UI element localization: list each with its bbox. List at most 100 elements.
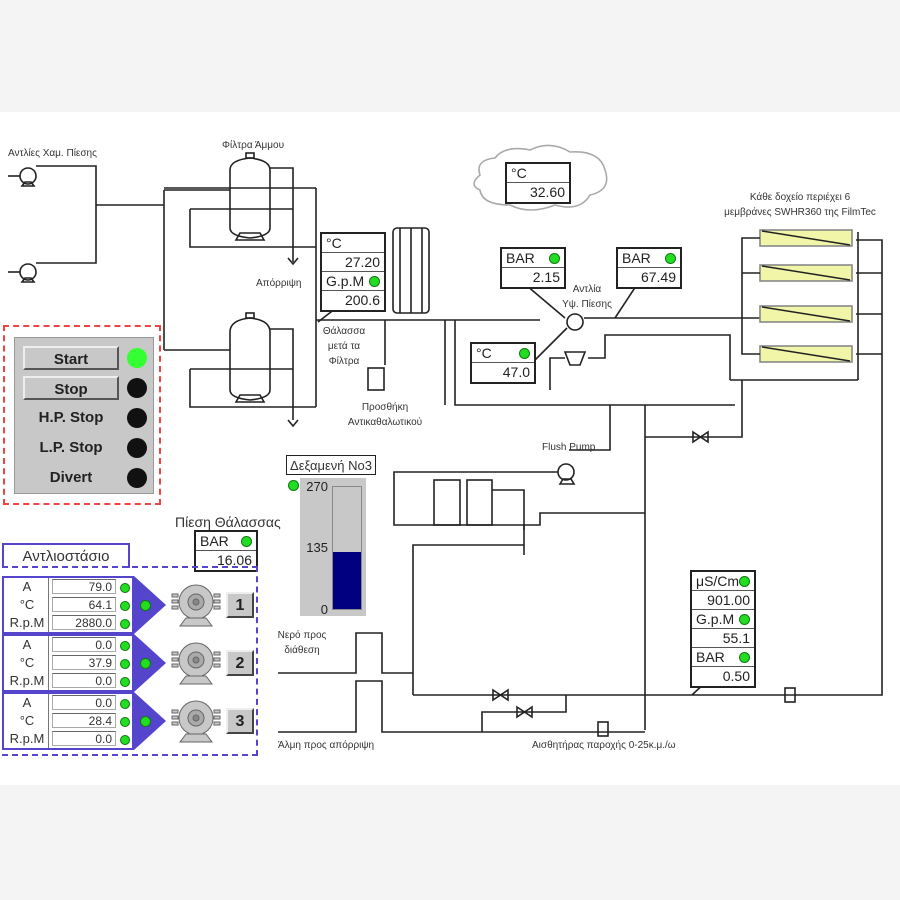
- status-dot: [739, 614, 750, 625]
- status-dot: [140, 658, 151, 669]
- reading-value: 0.0: [52, 637, 116, 652]
- pres-value: 0.50: [722, 668, 750, 684]
- unit: °C: [472, 344, 534, 363]
- unit-text: BAR: [622, 250, 651, 266]
- unit-text: BAR: [200, 533, 229, 549]
- lp-stop-lamp: [127, 438, 147, 458]
- start-button[interactable]: Start: [23, 346, 119, 370]
- status-dot: [120, 619, 130, 629]
- reading-value: 64.1: [52, 597, 116, 612]
- label-line: διάθεση: [284, 645, 320, 656]
- chemical-tank-1-icon: [433, 479, 461, 526]
- unit-text: BAR: [696, 649, 725, 665]
- hp-pump-icon: [563, 313, 587, 366]
- low-pressure-pump-2-icon: [8, 263, 37, 283]
- antiscalant-tank-icon: [367, 367, 385, 391]
- reading-unit: R.p.M: [6, 730, 49, 748]
- valve-icon: [692, 430, 709, 444]
- reading-unit: °C: [6, 596, 49, 614]
- label-line: Προσθήκη: [361, 402, 409, 413]
- sand-filter-2-icon: [229, 312, 271, 403]
- sea-pressure-indicator: BAR 16.06: [194, 530, 258, 572]
- ambient-temp-indicator: °C 32.60: [505, 162, 571, 204]
- stop-button[interactable]: Stop: [23, 376, 119, 400]
- hp-pump-temp-indicator: °C 47.0: [470, 342, 536, 384]
- pump-select-button-3[interactable]: 3: [226, 708, 254, 734]
- reading-value: 0.0: [52, 731, 116, 746]
- label-line: Αντικαθαλωτικού: [347, 417, 423, 428]
- value: 47.0: [502, 364, 530, 380]
- divert-lamp: [127, 468, 147, 488]
- flow-unit-text: G.p.M: [326, 273, 365, 289]
- status-dot: [665, 253, 676, 264]
- tank-tick-max: 270: [306, 479, 328, 494]
- label-line: Φίλτρα: [328, 356, 360, 367]
- status-dot: [120, 677, 130, 687]
- status-dot: [140, 716, 151, 727]
- flow-value: 200.6: [344, 292, 380, 308]
- status-dot: [140, 600, 151, 611]
- chemical-tank-2-icon: [466, 479, 493, 526]
- sea-after-filters-label: Θάλασσα μετά τα Φίλτρα: [318, 326, 370, 367]
- hp-stop-lamp: [127, 408, 147, 428]
- unit: °C: [507, 164, 569, 183]
- status-dot: [120, 583, 130, 593]
- tank-status-dot: [288, 480, 299, 491]
- brine-out-label: Άλμη προς απόρριψη: [278, 740, 375, 751]
- motor-icon: [170, 580, 222, 630]
- status-dot: [120, 601, 130, 611]
- water-out-label: Νερό προς διάθεση: [270, 630, 334, 656]
- flush-pump-icon: [557, 463, 576, 485]
- filtered-sea-indicator: °C 27.20 G.p.M 200.6: [320, 232, 386, 312]
- sand-filters-label: Φίλτρα Άμμου: [222, 140, 285, 151]
- drain-label: Απόρριψη: [256, 278, 302, 289]
- reading-value: 0.0: [52, 695, 116, 710]
- value: 67.49: [640, 269, 676, 285]
- label-line: Νερό προς: [277, 630, 327, 641]
- status-dot: [739, 576, 750, 587]
- pump-select-button-1[interactable]: 1: [226, 592, 254, 618]
- value: 2.15: [532, 269, 560, 285]
- reading-unit: °C: [6, 654, 49, 672]
- valve-icon: [516, 705, 533, 719]
- sand-filter-1-icon: [229, 152, 271, 241]
- cond-value: 901.00: [692, 591, 754, 610]
- lp-stop-label: L.P. Stop: [39, 439, 103, 456]
- reading-unit: A: [6, 694, 49, 712]
- tank-title: Δεξαμενή Νο3: [286, 455, 376, 475]
- status-dot: [120, 659, 130, 669]
- reading-value: 28.4: [52, 713, 116, 728]
- status-dot: [519, 348, 530, 359]
- control-panel: Start Stop H.P. Stop L.P. Stop Divert: [14, 337, 154, 494]
- low-pressure-pumps-label: Αντλίες Χαμ. Πίεσης: [8, 148, 97, 159]
- reading-value: 2880.0: [52, 615, 116, 630]
- value: 16.06: [216, 552, 252, 568]
- reading-value: 0.0: [52, 673, 116, 688]
- flow-unit: G.p.M: [322, 272, 384, 291]
- temp-unit: °C: [322, 234, 384, 253]
- unit-text: °C: [476, 345, 492, 361]
- flow-sensor-label: Αισθητήρας παροχής 0-25κ.μ./ω: [532, 740, 676, 751]
- start-lamp: [127, 348, 147, 368]
- cartridge-filter-icon: [392, 227, 430, 314]
- status-dot: [120, 735, 130, 745]
- membranes-label: Κάθε δοχείο περιέχει 6 μεμβράνες SWHR360…: [700, 192, 900, 218]
- label-line: Θάλασσα: [322, 326, 366, 337]
- flow-unit: G.p.M: [692, 610, 754, 629]
- status-dot: [549, 253, 560, 264]
- reading-unit: R.p.M: [6, 614, 49, 632]
- pres-unit: BAR: [692, 648, 754, 667]
- unit: BAR: [618, 249, 680, 268]
- reading-unit: °C: [6, 712, 49, 730]
- pump-station: [2, 566, 258, 756]
- pump-select-button-2[interactable]: 2: [226, 650, 254, 676]
- unit-text: BAR: [506, 250, 535, 266]
- flow-sensor-icon: [597, 721, 609, 737]
